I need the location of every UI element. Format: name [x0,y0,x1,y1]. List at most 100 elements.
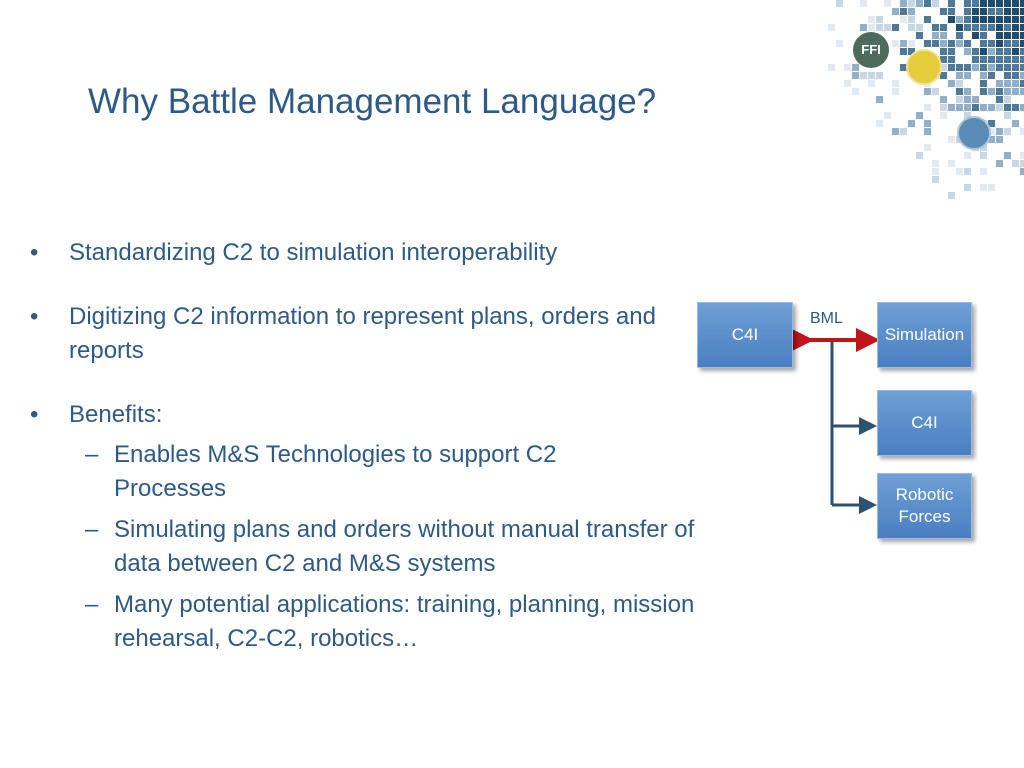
pixel-tile [996,128,1003,135]
box-label: Robotic Forces [895,485,954,526]
pixel-tile [964,40,971,47]
pixel-tile [948,8,955,15]
pixel-tile [1012,16,1019,23]
pixel-tile [908,0,915,7]
pixel-tile [972,96,979,103]
pixel-tile [932,168,939,175]
pixel-tile [932,0,939,7]
pixel-tile [988,104,995,111]
sub-bullet-text: Many potential applications: training, p… [114,591,695,652]
pixel-tile [988,40,995,47]
pixel-tile [964,88,971,95]
pixel-tile [924,144,931,151]
pixel-tile [988,8,995,15]
pixel-tile [948,160,955,167]
pixel-tile [1012,120,1019,127]
pixel-tile [972,8,979,15]
pixel-tile [964,184,971,191]
pixel-tile [1004,0,1011,7]
pixel-tile [972,24,979,31]
pixel-tile [828,24,835,31]
pixel-tile [876,96,883,103]
pixel-tile [1004,56,1011,63]
pixel-tile [948,192,955,199]
pixel-tile [964,48,971,55]
sub-bullet-marker: – [85,516,99,543]
bml-label: BML [810,310,843,327]
pixel-tile [956,16,963,23]
pixel-tile [828,64,835,71]
ffi-logo: FFI [853,32,889,68]
pixel-tile [996,0,1003,7]
pixel-tile [900,8,907,15]
pixel-tile [884,112,891,119]
pixel-tile [876,24,883,31]
pixel-tile [980,40,987,47]
pixel-tile [988,72,995,79]
pixel-tile [996,16,1003,23]
pixel-tile [980,152,987,159]
pixel-tile [988,184,995,191]
pixel-tile [908,16,915,23]
pixel-tile [932,160,939,167]
pixel-tile [1004,32,1011,39]
pixel-tile [868,24,875,31]
bml-connector-arrows [790,328,880,514]
pixel-tile [1020,8,1024,15]
pixel-tile [932,40,939,47]
pixel-tile [844,64,851,71]
pixel-tile [948,40,955,47]
pixel-tile [988,128,995,135]
pixel-tile [1012,88,1019,95]
pixel-tile [900,128,907,135]
pixel-tile [996,104,1003,111]
pixel-tile [836,40,843,47]
pixel-tile [996,136,1003,143]
pixel-tile [1004,72,1011,79]
pixel-tile [868,80,875,87]
pixel-tile [988,16,995,23]
pixel-tile [1004,104,1011,111]
pixel-tile [1020,160,1024,167]
pixel-tile [852,72,859,79]
pixel-tile [980,8,987,15]
pixel-tile [996,24,1003,31]
pixel-tile [972,16,979,23]
pixel-tile [980,88,987,95]
pixel-tile [956,72,963,79]
source-c4i-box: C4I [697,302,793,368]
pixel-tile [884,24,891,31]
pixel-tile [900,64,907,71]
pixel-tile [1004,88,1011,95]
pixel-tile [964,96,971,103]
bullet-text: Benefits: [69,401,163,428]
pixel-tile [860,24,867,31]
pixel-tile [1004,152,1011,159]
bullet-item: • Digitizing C2 information to represent… [30,300,669,368]
pixel-tile [980,184,987,191]
pixel-tile [948,16,955,23]
pixel-tile [956,104,963,111]
pixel-tile [988,48,995,55]
pixel-tile [1004,16,1011,23]
pixel-tile [1012,56,1019,63]
pixel-tile [980,0,987,7]
pixel-tile [908,40,915,47]
pixel-tile [876,120,883,127]
pixel-tile [1012,72,1019,79]
pixel-tile [908,24,915,31]
pixel-tile [868,72,875,79]
pixel-tile [996,80,1003,87]
pixel-tile [980,56,987,63]
pixel-tile [900,16,907,23]
pixel-tile [996,8,1003,15]
pixel-tile [932,32,939,39]
pixel-tile [988,88,995,95]
pixel-tile [964,0,971,7]
pixel-tile [1012,104,1019,111]
pixel-tile [1004,8,1011,15]
pixel-tile [924,40,931,47]
pixel-tile [884,0,891,7]
pixel-tile [1020,72,1024,79]
pixel-tile [1004,24,1011,31]
